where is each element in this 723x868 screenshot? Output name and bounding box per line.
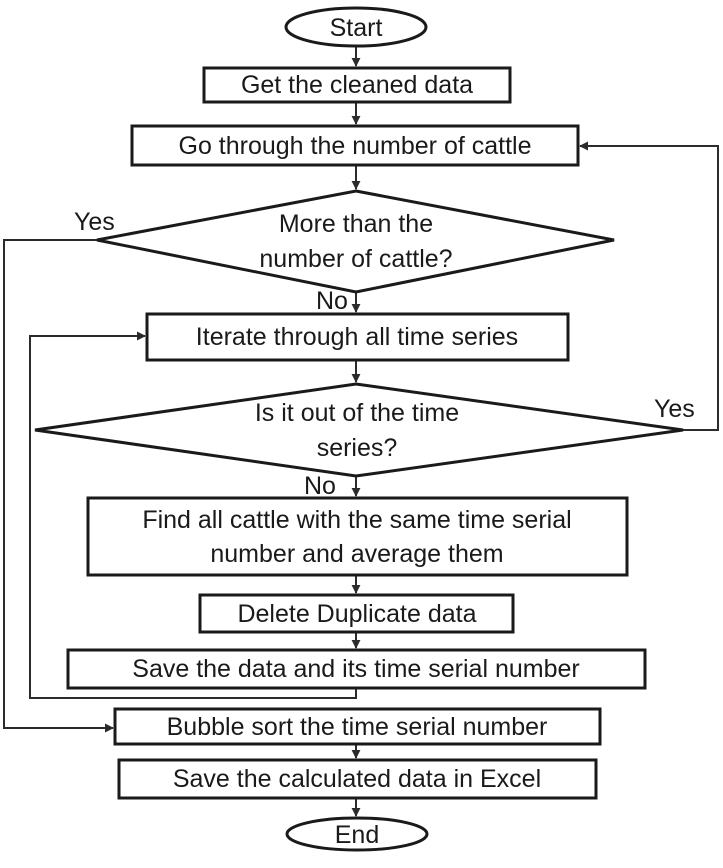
step-iterate-time-series-label: Iterate through all time series	[196, 323, 518, 351]
step-get-cleaned-data	[202, 66, 512, 104]
step-go-through-cattle	[130, 124, 580, 167]
decision-out-of-time-series-line1: Is it out of the time	[255, 399, 459, 427]
decision-more-than-cattle	[96, 189, 615, 294]
step-find-cattle-average-line2: number and average them	[210, 540, 503, 568]
connector-yes-to-go-through	[579, 141, 719, 431]
connector-save-loop-to-iterate	[29, 331, 357, 699]
label-no-1: No	[316, 287, 348, 315]
step-find-cattle-average	[86, 496, 629, 577]
step-save-excel-label: Save the calculated data in Excel	[173, 765, 541, 793]
step-go-through-cattle-label: Go through the number of cattle	[179, 132, 532, 160]
step-save-data-label: Save the data and its time serial number	[132, 655, 579, 683]
connector-yes-to-bubble-sort	[3, 239, 114, 733]
step-delete-duplicate-label: Delete Duplicate data	[237, 600, 476, 628]
step-iterate-time-series	[145, 312, 570, 362]
decision-more-than-cattle-line1: More than the	[279, 210, 433, 238]
decision-out-of-time-series-line2: series?	[317, 434, 398, 462]
label-yes-1: Yes	[74, 208, 115, 236]
step-find-cattle-average-line1: Find all cattle with the same time seria…	[142, 506, 571, 534]
step-get-cleaned-data-label: Get the cleaned data	[241, 71, 473, 99]
step-bubble-sort	[113, 707, 602, 746]
step-bubble-sort-label: Bubble sort the time serial number	[167, 713, 548, 741]
start-label: Start	[330, 14, 383, 42]
step-save-excel	[117, 758, 598, 800]
decision-more-than-cattle-line2: number of cattle?	[259, 245, 452, 273]
end-terminal	[285, 816, 429, 852]
start-terminal	[284, 6, 428, 48]
label-yes-2: Yes	[654, 395, 695, 423]
end-label: End	[335, 821, 379, 849]
label-no-2: No	[304, 472, 336, 500]
step-delete-duplicate	[198, 593, 515, 634]
step-save-data	[66, 648, 647, 690]
decision-out-of-time-series	[34, 382, 684, 478]
